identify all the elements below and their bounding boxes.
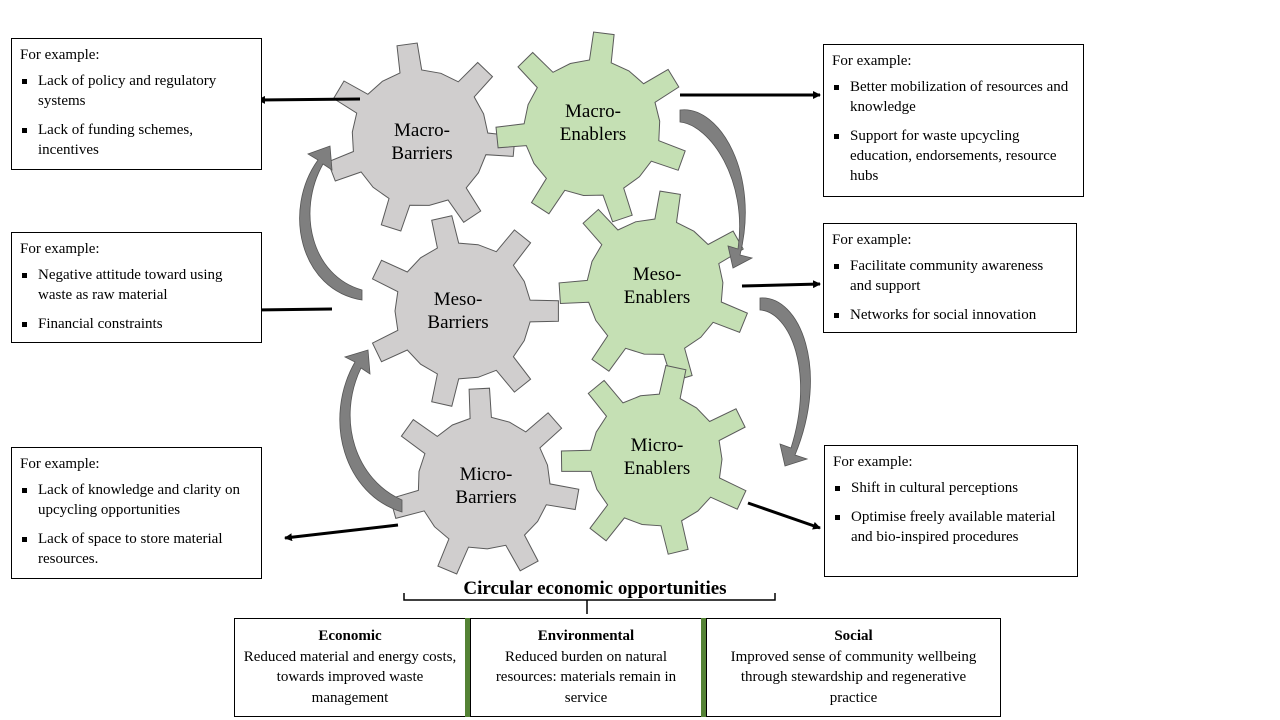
- box-heading: For example:: [20, 47, 100, 63]
- example-item: Better mobilization of resources and kno…: [832, 77, 1075, 117]
- meso-enablers-label: Meso- Enablers: [623, 264, 691, 308]
- economic-title: Economic: [318, 628, 382, 644]
- example-item: Negative attitude toward using waste as …: [20, 265, 253, 305]
- example-item: Networks for social innovation: [832, 305, 1068, 325]
- micro-enablers-label: Micro- Enablers: [623, 435, 691, 479]
- cycle-arrow-meso-to-macro-barriers: [299, 145, 363, 301]
- divider-green-right: [701, 618, 707, 717]
- example-item: Lack of knowledge and clarity on upcycli…: [20, 480, 253, 520]
- micro-enablers-examples: For example: Shift in cultural perceptio…: [824, 445, 1078, 577]
- example-item: Lack of space to store material resource…: [20, 529, 253, 569]
- box-heading: For example:: [833, 454, 913, 470]
- box-heading: For example:: [20, 456, 100, 472]
- cycle-arrow-macro-to-meso-enablers: [679, 109, 754, 269]
- meso-barriers-gear: [371, 215, 559, 407]
- macro-enablers-examples: For example: Better mobilization of reso…: [823, 44, 1084, 197]
- example-item: Lack of funding schemes, incentives: [20, 120, 253, 160]
- arrow-macro-barriers: [257, 95, 361, 104]
- arrow-meso-barriers: [251, 305, 333, 314]
- macro-barriers-gear: [327, 42, 516, 232]
- opportunities-brace: [403, 593, 776, 614]
- box-heading: For example:: [832, 232, 912, 248]
- example-item: Lack of policy and regulatory systems: [20, 71, 253, 111]
- micro-barriers-examples: For example: Lack of knowledge and clari…: [11, 447, 262, 579]
- social-text: Improved sense of community wellbeing th…: [730, 648, 977, 706]
- arrow-micro-barriers: [284, 523, 399, 542]
- arrow-meso-enablers: [741, 280, 821, 289]
- social-opportunity: Social Improved sense of community wellb…: [706, 618, 1001, 717]
- example-item: Financial constraints: [20, 314, 253, 334]
- meso-enablers-gear: [558, 190, 749, 383]
- economic-opportunity: Economic Reduced material and energy cos…: [234, 618, 466, 717]
- meso-barriers-examples: For example: Negative attitude toward us…: [11, 232, 262, 343]
- opportunities-title: Circular economic opportunities: [463, 578, 727, 599]
- cycle-arrow-micro-to-meso-barriers: [339, 349, 403, 513]
- environmental-text: Reduced burden on natural resources: mat…: [495, 648, 677, 706]
- divider-green-left: [465, 618, 471, 717]
- example-item: Shift in cultural perceptions: [833, 478, 1069, 498]
- meso-barriers-label: Meso- Barriers: [427, 289, 489, 333]
- cycle-arrow-meso-to-micro-enablers: [759, 297, 811, 467]
- macro-barriers-examples: For example: Lack of policy and regulato…: [11, 38, 262, 170]
- box-heading: For example:: [20, 241, 100, 257]
- environmental-title: Environmental: [537, 628, 635, 644]
- micro-enablers-gear: [560, 364, 747, 555]
- macro-enablers-gear: [495, 31, 686, 223]
- macro-enablers-label: Macro- Enablers: [559, 101, 627, 145]
- social-title: Social: [834, 628, 873, 644]
- arrow-micro-enablers: [747, 501, 821, 530]
- meso-enablers-examples: For example: Facilitate community awaren…: [823, 223, 1077, 333]
- example-item: Support for waste upcycling education, e…: [832, 126, 1075, 186]
- micro-barriers-label: Micro- Barriers: [455, 464, 517, 508]
- macro-barriers-label: Macro- Barriers: [391, 120, 453, 164]
- box-heading: For example:: [832, 53, 912, 69]
- example-item: Optimise freely available material and b…: [833, 507, 1069, 547]
- economic-text: Reduced material and energy costs, towar…: [243, 648, 457, 706]
- environmental-opportunity: Environmental Reduced burden on natural …: [470, 618, 702, 717]
- example-item: Facilitate community awareness and suppo…: [832, 256, 1068, 296]
